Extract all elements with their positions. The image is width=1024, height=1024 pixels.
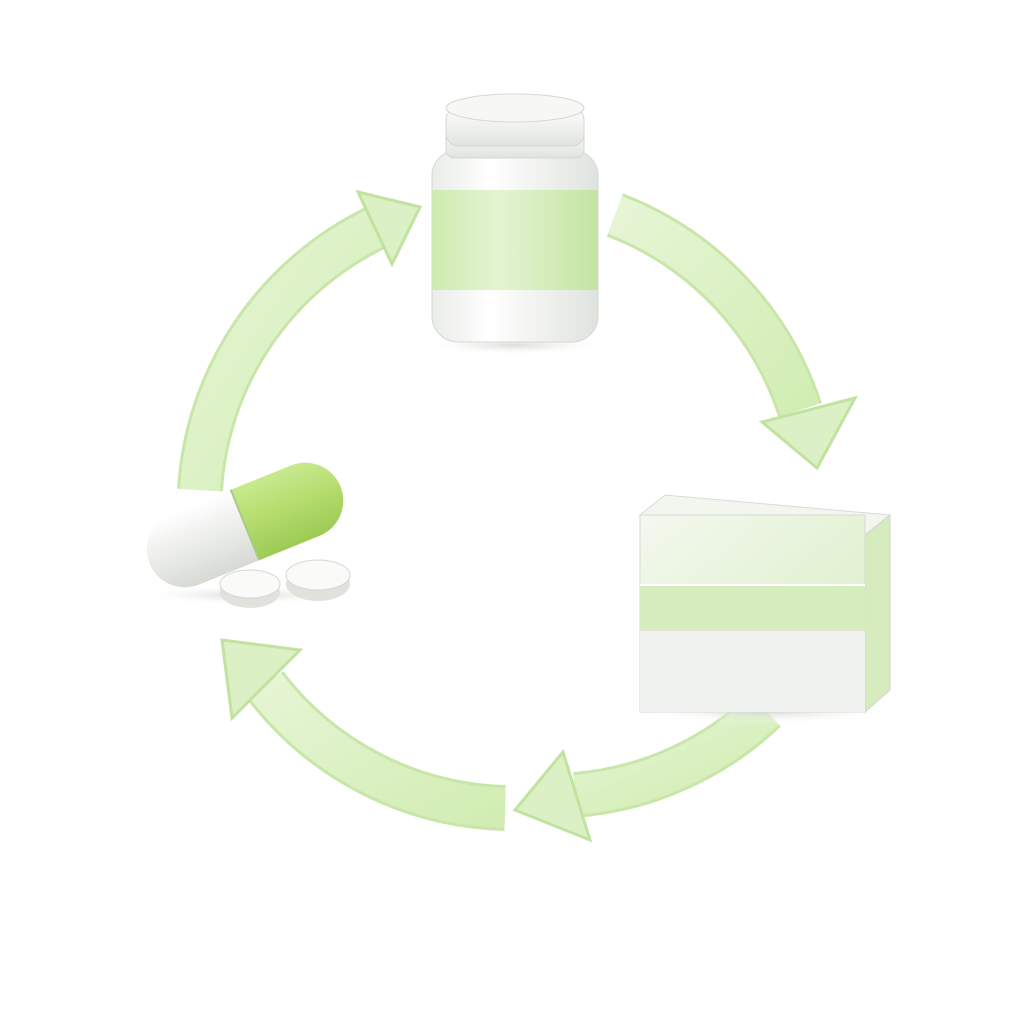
tablet-icon	[285, 559, 351, 601]
arrow-bottom-to-pills	[220, 638, 506, 831]
medicine-box-icon	[630, 494, 900, 724]
arrow-bottle-to-box	[606, 193, 858, 471]
medicine-bottle-icon	[420, 93, 610, 355]
arrow-box-to-bottom	[512, 693, 781, 843]
capsule-pills-icon	[135, 462, 355, 608]
tablet-icon	[219, 569, 281, 608]
arrow-pills-to-bottle	[177, 189, 423, 492]
